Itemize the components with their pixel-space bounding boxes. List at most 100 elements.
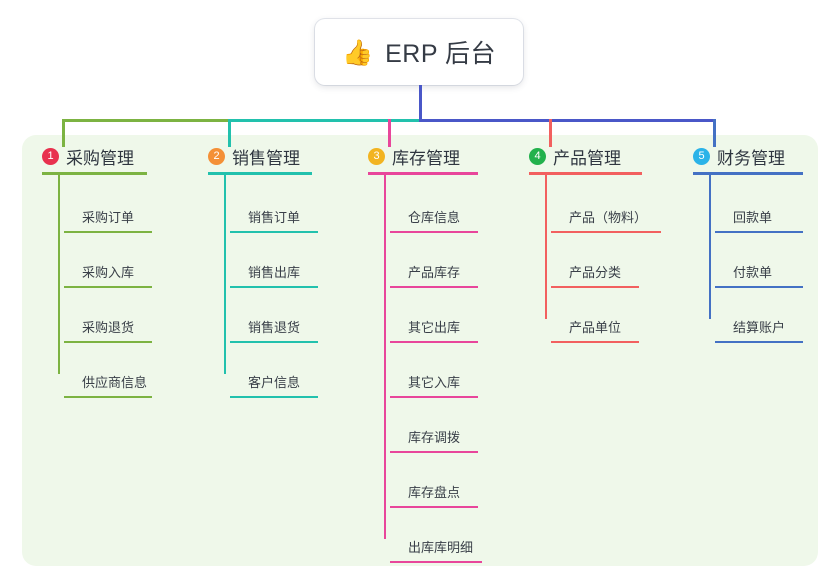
thumbs-up-icon: 👍 — [341, 37, 374, 67]
leaf-node[interactable]: 销售出库 — [230, 262, 318, 288]
branch-header-3[interactable]: 3 库存管理 — [368, 144, 460, 168]
leaf-node-underline — [390, 396, 478, 398]
leaf-node-underline — [230, 341, 318, 343]
leaf-node[interactable]: 产品单位 — [551, 317, 639, 343]
branch-spine-5 — [709, 175, 711, 319]
leaf-node-label: 其它出库 — [408, 320, 461, 335]
branch-spine-1 — [58, 175, 60, 374]
leaf-node[interactable]: 产品（物料） — [551, 207, 661, 233]
leaf-node-label: 采购订单 — [82, 210, 135, 225]
branch-title-3: 库存管理 — [392, 148, 460, 168]
leaf-node-label: 客户信息 — [248, 375, 301, 390]
column-stem-5 — [713, 119, 716, 147]
leaf-node[interactable]: 采购订单 — [64, 207, 152, 233]
leaf-node-label: 付款单 — [733, 265, 773, 280]
leaf-node-label: 其它入库 — [408, 375, 461, 390]
leaf-node-label: 回款单 — [733, 210, 773, 225]
diagram-panel — [22, 135, 818, 566]
branch-header-1[interactable]: 1 采购管理 — [42, 144, 134, 168]
leaf-node-label: 结算账户 — [733, 320, 786, 335]
leaf-node-underline — [551, 341, 639, 343]
branch-spine-3 — [384, 175, 386, 539]
leaf-node[interactable]: 付款单 — [715, 262, 803, 288]
leaf-node-label: 销售订单 — [248, 210, 301, 225]
leaf-node-label: 仓库信息 — [408, 210, 461, 225]
leaf-node[interactable]: 采购入库 — [64, 262, 152, 288]
leaf-node-label: 产品（物料） — [569, 210, 648, 225]
leaf-node[interactable]: 采购退货 — [64, 317, 152, 343]
root-stem — [419, 85, 422, 122]
leaf-node[interactable]: 其它出库 — [390, 317, 478, 343]
leaf-node-label: 产品库存 — [408, 265, 461, 280]
leaf-node[interactable]: 其它入库 — [390, 372, 478, 398]
leaf-node-underline — [390, 561, 482, 563]
leaf-node[interactable]: 供应商信息 — [64, 372, 152, 398]
leaf-node-label: 销售出库 — [248, 265, 301, 280]
branch-header-4[interactable]: 4 产品管理 — [529, 144, 621, 168]
branch-header-5[interactable]: 5 财务管理 — [693, 144, 785, 168]
branch-badge-5: 5 — [693, 147, 710, 165]
leaf-node-label: 采购退货 — [82, 320, 135, 335]
leaf-node-underline — [64, 396, 152, 398]
column-stem-2 — [228, 119, 231, 147]
branch-badge-3: 3 — [368, 147, 385, 165]
connector-bar-segment-2 — [228, 119, 421, 122]
leaf-node[interactable]: 结算账户 — [715, 317, 803, 343]
leaf-node-label: 库存调拨 — [408, 430, 461, 445]
leaf-node-underline — [64, 341, 152, 343]
leaf-node-underline — [390, 506, 478, 508]
leaf-node-label: 出库库明细 — [408, 540, 474, 555]
branch-column-2: 2 销售管理销售订单销售出库销售退货客户信息 — [208, 144, 318, 398]
leaf-node-underline — [390, 451, 478, 453]
leaf-node-underline — [551, 231, 661, 233]
branch-title-2: 销售管理 — [232, 148, 300, 168]
leaf-node[interactable]: 出库库明细 — [390, 537, 482, 563]
connector-bar-segment-3 — [419, 119, 716, 122]
leaf-node[interactable]: 销售退货 — [230, 317, 318, 343]
column-stem-4 — [549, 119, 552, 147]
root-node-label: ERP 后台 — [385, 40, 497, 68]
leaf-node[interactable]: 客户信息 — [230, 372, 318, 398]
branch-badge-1: 1 — [42, 147, 59, 165]
leaf-node-label: 产品分类 — [569, 265, 622, 280]
leaf-node-label: 销售退货 — [248, 320, 301, 335]
leaf-node[interactable]: 库存盘点 — [390, 482, 478, 508]
branch-underline-2 — [208, 172, 312, 175]
branch-header-2[interactable]: 2 销售管理 — [208, 144, 300, 168]
root-node[interactable]: 👍 ERP 后台 — [315, 19, 523, 85]
leaf-node-underline — [715, 341, 803, 343]
branch-title-5: 财务管理 — [717, 148, 785, 168]
leaf-node[interactable]: 产品分类 — [551, 262, 639, 288]
branch-underline-1 — [42, 172, 147, 175]
leaf-node[interactable]: 库存调拨 — [390, 427, 478, 453]
branch-title-1: 采购管理 — [66, 148, 134, 168]
branch-badge-2: 2 — [208, 147, 225, 165]
branch-column-1: 1 采购管理采购订单采购入库采购退货供应商信息 — [42, 144, 152, 398]
leaf-node[interactable]: 销售订单 — [230, 207, 318, 233]
leaf-node-label: 产品单位 — [569, 320, 622, 335]
branch-column-5: 5 财务管理回款单付款单结算账户 — [693, 144, 803, 343]
leaf-node-underline — [230, 231, 318, 233]
leaf-node-underline — [551, 286, 639, 288]
leaf-node-underline — [64, 231, 152, 233]
leaf-node-label: 库存盘点 — [408, 485, 461, 500]
leaf-node-underline — [390, 341, 478, 343]
leaf-node[interactable]: 仓库信息 — [390, 207, 478, 233]
leaf-node-label: 采购入库 — [82, 265, 135, 280]
branch-underline-4 — [529, 172, 642, 175]
leaf-node[interactable]: 回款单 — [715, 207, 803, 233]
leaf-node-label: 供应商信息 — [82, 375, 148, 390]
leaf-node-underline — [390, 231, 478, 233]
leaf-node-underline — [390, 286, 478, 288]
leaf-node-underline — [230, 396, 318, 398]
branch-column-3: 3 库存管理仓库信息产品库存其它出库其它入库库存调拨库存盘点出库库明细 — [368, 144, 482, 563]
branch-badge-4: 4 — [529, 147, 546, 165]
branch-spine-4 — [545, 175, 547, 319]
leaf-node[interactable]: 产品库存 — [390, 262, 478, 288]
column-stem-3 — [388, 119, 391, 147]
branch-underline-5 — [693, 172, 803, 175]
leaf-node-underline — [715, 286, 803, 288]
branch-title-4: 产品管理 — [553, 148, 621, 168]
leaf-node-underline — [64, 286, 152, 288]
